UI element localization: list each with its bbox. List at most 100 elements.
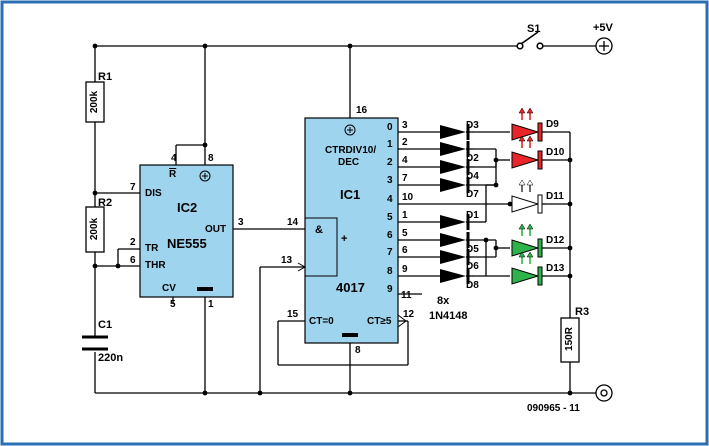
ic1-and-gate [304,217,338,277]
diode-d8 [440,268,474,284]
ic1-ref: IC1 [340,187,361,202]
led-label-d9: D9 [546,119,559,130]
led-label-d12: D12 [546,235,565,246]
ic1-output-index-9: 9 [387,284,393,295]
leds [511,107,546,286]
resistor-r1 [85,81,105,123]
r1-value: 200k [89,90,100,114]
led-d13 [511,251,546,286]
diode-label-3: D7 [466,189,479,200]
r1-ref: R1 [98,71,113,83]
ic2-tr-label: TR [145,243,159,254]
diode-d1 [440,214,474,230]
ic2-pin-5: 5 [170,299,176,310]
ic1-type: 4017 [336,280,365,295]
ic1-body [304,117,399,344]
diode-d7 [440,177,474,193]
ic2-cv-label: CV [162,283,176,294]
diode-d4 [440,159,474,175]
resistor-r3 [560,317,580,363]
ic1-pin-8: 8 [355,345,361,356]
ic1-function: CTRDIV10/ [325,145,377,156]
led-label-d11: D11 [546,191,564,202]
ic1-output-index-5: 5 [387,212,393,223]
diode-label-1: D2 [466,153,479,164]
ic1-output-pin-2: 4 [402,155,408,166]
ic1-ct0-label: CT=0 [309,316,334,327]
ic1-output-index-3: 3 [387,175,393,186]
ic1-output-index-6: 6 [387,230,393,241]
ic1-ground-icon [342,333,358,337]
led-d11 [511,179,546,214]
switch-s1 [516,31,544,50]
ic1-output-index-1: 1 [387,139,393,150]
ic1-output-pin-3: 7 [402,173,408,184]
supply-voltage-label: +5V [593,22,613,34]
ic1-pin-12: 12 [403,309,415,320]
switch-label: S1 [527,23,541,35]
ic1-output-index-4: 4 [387,194,393,205]
capacitor-c1 [82,335,108,351]
ic2-pin-7: 7 [130,182,136,193]
figure-id: 090965 - 11 [527,403,580,414]
diode-count: 8x [437,295,450,307]
diode-label-2: D4 [466,171,479,182]
c1-value: 220n [98,352,124,364]
junctions [92,43,573,396]
ic1-pin-13: 13 [281,255,293,266]
ic1-pin-16: 16 [356,105,368,116]
led-d12 [511,223,546,258]
diode-d6 [440,249,474,265]
c1-ref: C1 [98,319,113,331]
ic1-output-pin-6: 5 [402,228,408,239]
ic2-thr-label: THR [145,260,166,271]
ic2-out-label: OUT [205,224,227,235]
ic1-function-2: DEC [338,157,360,168]
diode-d2 [440,141,474,157]
ic1-output-pin-5: 1 [402,210,408,221]
ic1-output-index-8: 8 [387,266,393,277]
ic2-body [139,164,234,298]
ic1-output-pin-0: 3 [402,120,408,131]
signal-diodes [440,124,474,284]
ic2-type: NE555 [167,236,207,251]
r2-ref: R2 [98,197,113,209]
ic1-output-index-2: 2 [387,157,393,168]
ic2-ground-icon [197,287,213,291]
led-label-d10: D10 [546,147,565,158]
ic1-output-index-7: 7 [387,247,393,258]
led-label-d13: D13 [546,263,565,274]
supply-terminals [595,37,613,402]
r2-value: 200k [89,217,100,241]
ic2-pin-4: 4 [171,153,177,164]
ic2-pin-3: 3 [238,217,244,228]
resistor-r2 [85,206,105,253]
ic1-pin-15: 15 [287,309,299,320]
diode-type: 1N4148 [429,310,468,322]
diode-label-7: D8 [466,280,479,291]
ic1-pin-14: 14 [287,217,299,228]
ic2-ref: IC2 [177,200,198,215]
resistors [85,81,580,363]
ic1-output-pin-1: 2 [402,137,408,148]
diode-label-4: D1 [466,210,479,221]
diode-d3 [440,124,474,140]
ic1-and-symbol: & [315,224,323,236]
ic1-power-icon [344,124,356,136]
ic1-output-pin-4: 10 [402,192,414,203]
ic2-pin-1: 1 [208,299,214,310]
led-d10 [511,135,546,170]
ic1-pin-11: 11 [401,290,412,301]
ic1-output-index-0: 0 [387,122,393,133]
ic2-pin-6: 6 [130,255,136,266]
ic2-pin-2: 2 [130,237,136,248]
ic1-output-pin-7: 6 [402,245,408,256]
led-d9 [511,107,546,142]
ic2-reset-label: R [169,169,177,180]
diode-d5 [440,232,474,248]
diode-label-0: D3 [466,120,479,131]
ground-label: 0 [600,386,606,396]
